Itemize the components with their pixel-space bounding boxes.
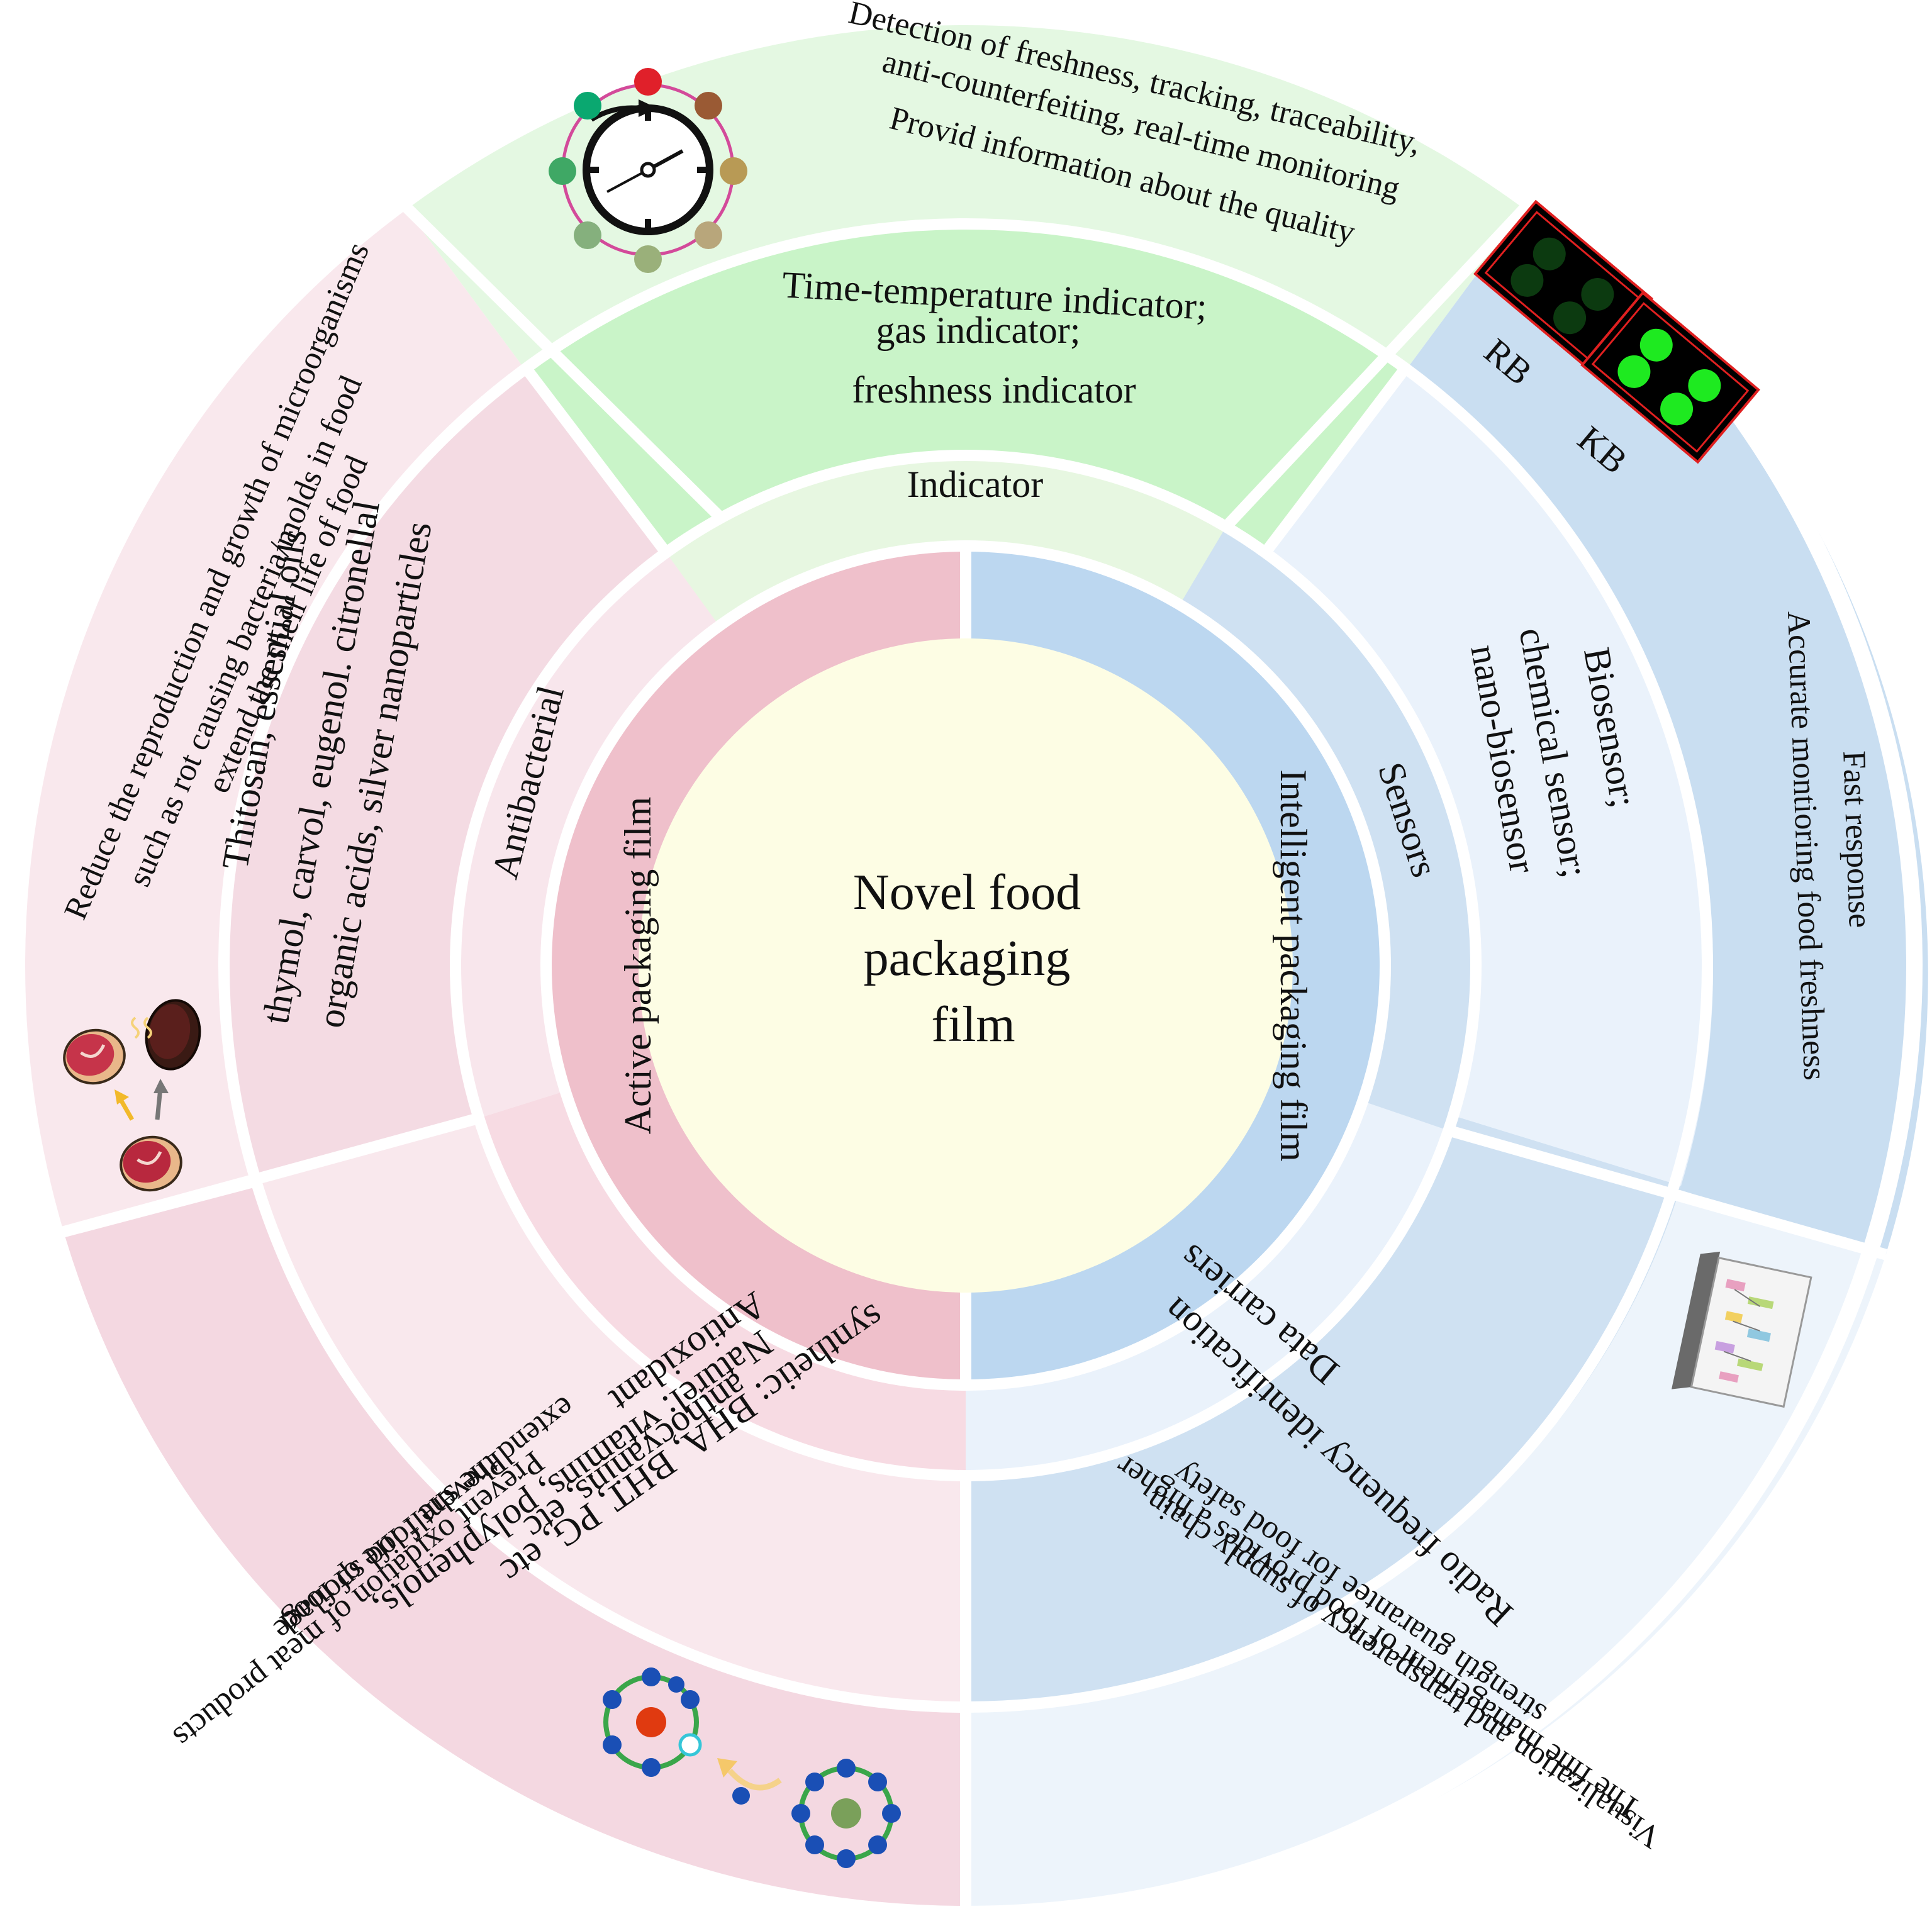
clock-color-indicator-icon bbox=[549, 68, 747, 273]
svg-text:Fast response: Fast response bbox=[1836, 750, 1878, 928]
svg-text:freshness indicator: freshness indicator bbox=[852, 369, 1136, 411]
separator-lines bbox=[9, 9, 1923, 1922]
laptop-icon bbox=[1672, 1251, 1812, 1408]
meat-spoilage-icon bbox=[63, 999, 201, 1192]
intelligent-packaging-label: Intelligent packaging film bbox=[1273, 769, 1314, 1161]
center-circle bbox=[639, 638, 1293, 1293]
indicator-label: Indicator bbox=[907, 464, 1044, 505]
svg-text:gas indicator;: gas indicator; bbox=[876, 309, 1081, 351]
sensor-array-icon: RB KB bbox=[1473, 199, 1760, 482]
free-radical-antioxidant-icon bbox=[603, 1667, 901, 1868]
center-title: Novel food packaging film bbox=[853, 865, 1093, 1052]
active-packaging-label: Active packaging film bbox=[617, 797, 659, 1134]
